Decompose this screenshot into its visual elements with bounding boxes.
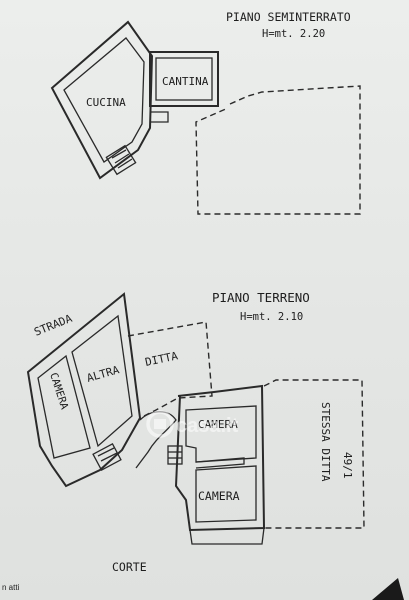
small-stair xyxy=(167,445,183,465)
courtyard-label: CORTE xyxy=(112,560,147,574)
ground-floor-height: H=mt. 2.10 xyxy=(240,311,303,323)
kitchen-inner-wall xyxy=(63,37,145,163)
basement-stairs xyxy=(105,144,137,176)
ground-floor-plan xyxy=(26,292,365,545)
camera-lower-inner-wall xyxy=(195,465,257,523)
ditta-label: DITTA xyxy=(144,349,179,369)
camera-upper-label: CAMERA xyxy=(198,418,238,431)
watermark-logo xyxy=(146,410,174,438)
left-camera-inner-wall xyxy=(37,354,91,459)
corner-mark xyxy=(372,578,404,600)
kitchen-outer-wall xyxy=(50,20,154,180)
basement-title: PIANO SEMINTERRATO xyxy=(226,10,351,24)
camera-block-wall xyxy=(174,384,266,532)
parcel-label: 49/1 xyxy=(341,452,354,479)
cellar-label: CANTINA xyxy=(162,75,209,88)
passage xyxy=(150,111,169,123)
kitchen-label: CUCINA xyxy=(86,96,126,109)
footer-fragment: n atti xyxy=(2,583,20,592)
camera-left-label: CAMERA xyxy=(47,371,70,411)
stessa-ditta-dashed xyxy=(263,379,365,529)
altra-label: ALTRA xyxy=(85,363,121,385)
cellar-inner-wall xyxy=(155,57,213,101)
camera-lower-label: CAMERA xyxy=(198,489,240,503)
curved-wall xyxy=(135,411,177,469)
altra-room-inner-wall xyxy=(71,314,133,448)
basement-dashed-area xyxy=(195,85,361,215)
watermark-text: casa.it xyxy=(176,415,239,437)
lower-step xyxy=(189,527,265,545)
stessa-ditta-label: STESSA DITTA xyxy=(319,402,332,482)
basement-height: H=mt. 2.20 xyxy=(262,28,325,40)
ground-floor-title: PIANO TERRENO xyxy=(212,290,310,305)
basement-plan xyxy=(50,20,361,215)
partition xyxy=(195,457,245,469)
cellar-wall xyxy=(149,51,219,107)
ground-stairs xyxy=(92,443,122,471)
street-label: STRADA xyxy=(32,312,74,339)
altra-ditta-dashed xyxy=(127,321,213,419)
